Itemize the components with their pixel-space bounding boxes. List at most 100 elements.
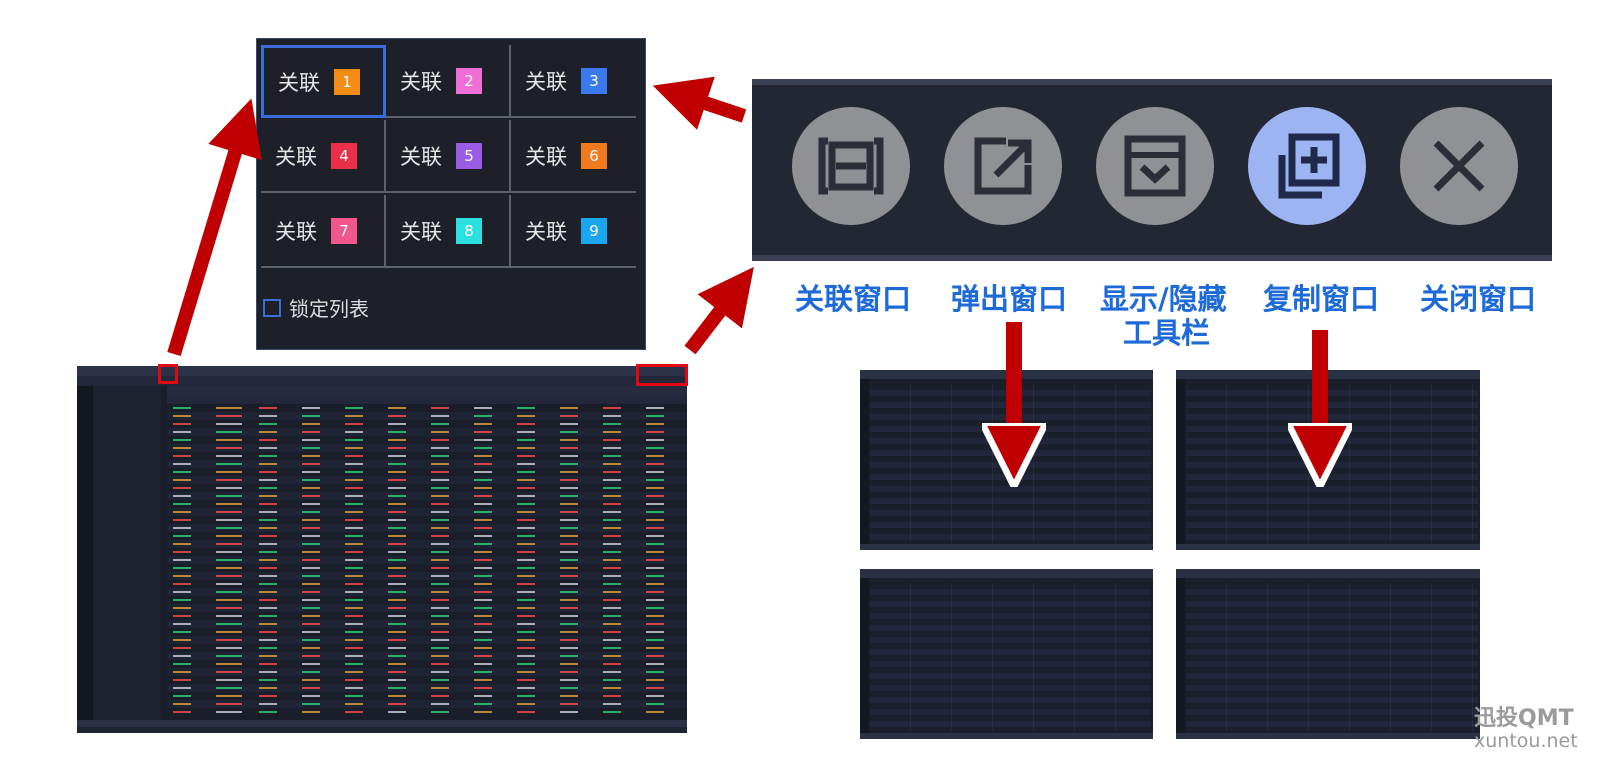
table-row[interactable] — [167, 420, 687, 428]
link-number-badge: 4 — [331, 142, 357, 169]
table-row[interactable] — [167, 700, 687, 708]
table-row[interactable] — [167, 444, 687, 452]
table-row[interactable] — [167, 684, 687, 692]
toggle-toolbar-icon — [1124, 135, 1186, 197]
link-number-badge: 2 — [456, 67, 482, 94]
link-item-3[interactable]: 关联 3 — [511, 45, 636, 118]
table-row[interactable] — [167, 660, 687, 668]
terminal-menu-bar — [77, 376, 687, 386]
table-row[interactable] — [167, 524, 687, 532]
copy-window-button[interactable] — [1248, 107, 1366, 225]
link-number-badge: 5 — [456, 142, 482, 169]
table-row[interactable] — [167, 436, 687, 444]
table-row[interactable] — [167, 628, 687, 636]
toggle-toolbar-button[interactable] — [1096, 107, 1214, 225]
table-row[interactable] — [167, 476, 687, 484]
link-item-2[interactable]: 关联 2 — [386, 45, 511, 118]
table-row[interactable] — [167, 484, 687, 492]
table-row[interactable] — [167, 532, 687, 540]
table-row[interactable] — [167, 516, 687, 524]
table-row[interactable] — [167, 540, 687, 548]
table-row[interactable] — [167, 404, 687, 412]
popout-window-icon — [974, 137, 1032, 195]
popout-window-button[interactable] — [944, 107, 1062, 225]
link-item-label: 关联 — [525, 144, 567, 169]
close-window-icon — [1433, 140, 1485, 192]
terminal-tree-panel — [93, 386, 161, 720]
link-number-badge: 3 — [581, 67, 607, 94]
link-item-label: 关联 — [400, 219, 442, 244]
popout-result-screenshot — [860, 569, 1153, 739]
link-item-label: 关联 — [275, 219, 317, 244]
copy-result-screenshot — [1176, 569, 1480, 739]
table-row[interactable] — [167, 556, 687, 564]
link-item-8[interactable]: 关联 8 — [386, 195, 511, 268]
link-grid: 关联 1 关联 2 关联 3 关联 4 关联 5 关联 6 关联 7 关联 8 — [261, 45, 642, 270]
table-row[interactable] — [167, 708, 687, 716]
link-item-5[interactable]: 关联 5 — [386, 120, 511, 193]
link-item-1[interactable]: 关联 1 — [261, 45, 386, 118]
table-row[interactable] — [167, 492, 687, 500]
table-row[interactable] — [167, 676, 687, 684]
table-row[interactable] — [167, 652, 687, 660]
copy-window-icon — [1278, 133, 1340, 199]
table-row[interactable] — [167, 644, 687, 652]
link-number-badge: 8 — [456, 217, 482, 244]
link-panel: 关联 1 关联 2 关联 3 关联 4 关联 5 关联 6 关联 7 关联 8 — [256, 38, 646, 350]
link-item-6[interactable]: 关联 6 — [511, 120, 636, 193]
link-item-label: 关联 — [275, 144, 317, 169]
table-row[interactable] — [167, 468, 687, 476]
link-window-icon — [818, 137, 884, 195]
table-row[interactable] — [167, 508, 687, 516]
terminal-title-bar — [77, 366, 687, 376]
terminal-status-bar — [77, 727, 687, 733]
table-row[interactable] — [167, 692, 687, 700]
link-number-badge: 9 — [581, 217, 607, 244]
link-item-9[interactable]: 关联 9 — [511, 195, 636, 268]
close-window-label: 关闭窗口 — [1420, 282, 1537, 316]
table-row[interactable] — [167, 428, 687, 436]
table-row[interactable] — [167, 412, 687, 420]
table-row[interactable] — [167, 596, 687, 604]
popout-window-label: 弹出窗口 — [951, 282, 1068, 316]
arrow-toolbar-to-panel — [652, 76, 747, 130]
table-row[interactable] — [167, 572, 687, 580]
main-terminal-screenshot — [77, 366, 687, 733]
arrow-to-link-panel — [167, 98, 262, 357]
watermark-brand: 迅投QMT — [1474, 706, 1574, 731]
lock-list-label: 锁定列表 — [289, 297, 369, 321]
link-item-4[interactable]: 关联 4 — [261, 120, 386, 193]
close-window-button[interactable] — [1400, 107, 1518, 225]
table-row[interactable] — [167, 668, 687, 676]
link-item-label: 关联 — [400, 144, 442, 169]
watermark-site: xuntou.net — [1474, 730, 1578, 752]
table-row[interactable] — [167, 612, 687, 620]
table-row[interactable] — [167, 588, 687, 596]
link-item-label: 关联 — [400, 69, 442, 94]
arrow-to-toolbar — [684, 266, 754, 355]
table-row[interactable] — [167, 460, 687, 468]
window-toolbar-zoom — [752, 79, 1552, 261]
table-row[interactable] — [167, 500, 687, 508]
link-number-badge: 6 — [581, 142, 607, 169]
table-row[interactable] — [167, 620, 687, 628]
toggle-toolbar-label-line2: 工具栏 — [1123, 316, 1211, 350]
link-window-label: 关联窗口 — [795, 282, 912, 316]
table-row[interactable] — [167, 636, 687, 644]
link-item-7[interactable]: 关联 7 — [261, 195, 386, 268]
table-row[interactable] — [167, 452, 687, 460]
table-row[interactable] — [167, 548, 687, 556]
copy-window-label: 复制窗口 — [1263, 282, 1380, 316]
table-row[interactable] — [167, 604, 687, 612]
terminal-tab-strip — [77, 720, 687, 727]
table-row[interactable] — [167, 564, 687, 572]
table-row[interactable] — [167, 580, 687, 588]
quote-table — [167, 404, 687, 720]
link-item-label: 关联 — [525, 219, 567, 244]
link-button-highlight — [158, 364, 178, 384]
link-number-badge: 1 — [334, 68, 360, 95]
terminal-sidebar — [77, 386, 93, 720]
lock-list-checkbox[interactable]: 锁定列表 — [263, 293, 369, 322]
link-window-button[interactable] — [792, 107, 910, 225]
